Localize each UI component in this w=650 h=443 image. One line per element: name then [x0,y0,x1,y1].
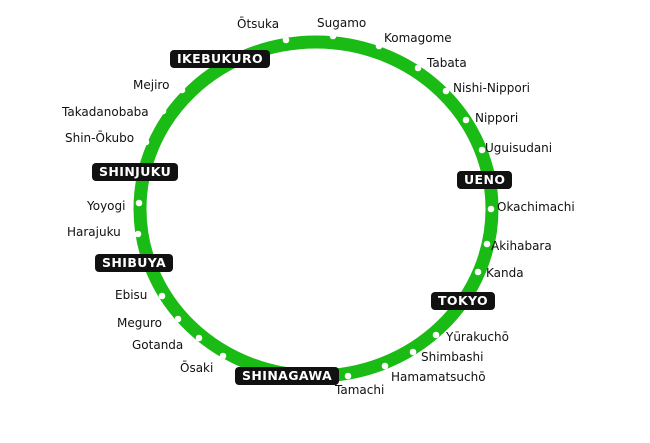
station-hamamatsucho[interactable]: Hamamatsuchō [391,370,486,384]
station-shinjuku[interactable]: SHINJUKU [92,163,179,181]
station-nishi-nippori[interactable]: Nishi-Nippori [453,81,530,95]
stop-dot-okachimachi [487,205,495,213]
stop-dot-yurakucho [432,331,440,339]
stop-dot-osaki [219,352,227,360]
station-yoyogi[interactable]: Yoyogi [87,199,126,213]
stop-dot-otsuka [282,36,290,44]
stop-dot-mejiro [178,86,186,94]
stop-dot-tabata [414,64,422,72]
station-shimbashi[interactable]: Shimbashi [421,350,484,364]
stop-dot-harajuku [134,230,142,238]
station-uguisudani[interactable]: Uguisudani [485,141,553,155]
station-ikebukuro[interactable]: IKEBUKURO [170,50,271,68]
station-sugamo[interactable]: Sugamo [317,16,367,30]
station-shinagawa[interactable]: SHINAGAWA [235,367,340,385]
stop-dot-shimbashi [409,348,417,356]
stop-dot-ebisu [158,292,166,300]
station-kanda[interactable]: Kanda [486,266,524,280]
station-akihabara[interactable]: Akihabara [491,239,552,253]
stop-dot-tamachi [344,372,352,380]
stop-dot-sugamo [329,32,337,40]
station-yurakucho[interactable]: Yūrakuchō [446,330,509,344]
stop-dot-meguro [174,315,182,323]
station-mejiro[interactable]: Mejiro [133,78,170,92]
stop-dot-nishi-nippori [442,87,450,95]
station-ueno[interactable]: UENO [457,171,513,189]
station-takadanobaba[interactable]: Takadanobaba [62,105,149,119]
stop-dot-uguisudani [478,146,486,154]
station-nippori[interactable]: Nippori [475,111,519,125]
stop-dot-shin-okubo [142,138,150,146]
station-ebisu[interactable]: Ebisu [115,288,148,302]
station-shibuya[interactable]: SHIBUYA [95,254,174,272]
stop-dot-hamamatsucho [381,362,389,370]
station-osaki[interactable]: Ōsaki [180,361,214,375]
station-gotanda[interactable]: Gotanda [132,338,184,352]
stop-dot-gotanda [195,334,203,342]
station-shin-okubo[interactable]: Shin-Ōkubo [65,131,135,145]
stop-dot-nippori [462,116,470,124]
station-harajuku[interactable]: Harajuku [67,225,121,239]
station-tabata[interactable]: Tabata [427,56,467,70]
station-otsuka[interactable]: Ōtsuka [237,17,280,31]
station-tamachi[interactable]: Tamachi [335,383,385,397]
stop-dot-akihabara [483,240,491,248]
stop-dot-yoyogi [135,199,143,207]
station-meguro[interactable]: Meguro [117,316,162,330]
stop-dot-kanda [474,268,482,276]
stop-dot-takadanobaba [159,107,167,115]
station-okachimachi[interactable]: Okachimachi [497,200,575,214]
stop-dot-komagome [375,42,383,50]
station-tokyo[interactable]: TOKYO [431,292,496,310]
station-stops [134,32,495,380]
station-komagome[interactable]: Komagome [384,31,452,45]
